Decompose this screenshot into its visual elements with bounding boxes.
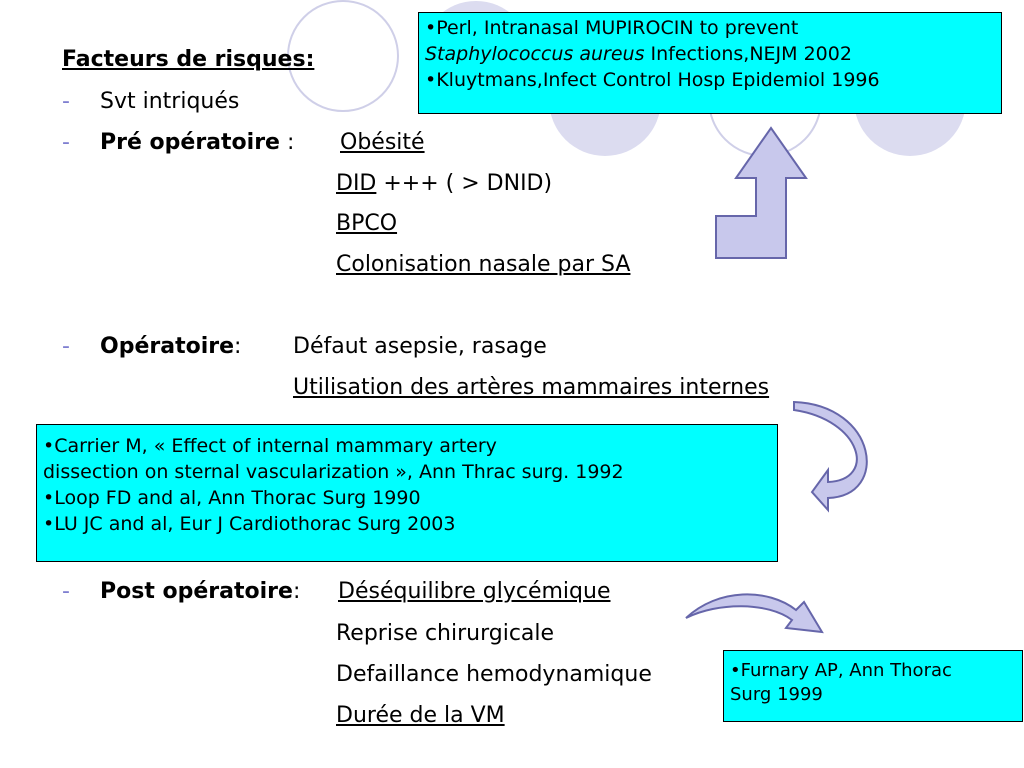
ref-top-line1: •Perl, Intranasal MUPIROCIN to prevent bbox=[425, 17, 799, 39]
ref-top-line3: •Kluytmans,Infect Control Hosp Epidemiol… bbox=[425, 69, 880, 91]
outline-circle bbox=[287, 0, 399, 112]
preop-item-bpco: BPCO bbox=[336, 211, 398, 236]
reference-box-middle: •Carrier M, « Effect of internal mammary… bbox=[36, 424, 778, 562]
did-detail: +++ ( > DNID) bbox=[383, 171, 553, 196]
curved-right-arrow-icon bbox=[685, 593, 824, 634]
op-item-mammaires: Utilisation des artères mammaires intern… bbox=[293, 375, 770, 400]
bullet-dash: - bbox=[62, 334, 70, 359]
ref-mid-line1: •Carrier M, « Effect of internal mammary… bbox=[43, 435, 497, 457]
postop-item-hemodynamique: Defaillance hemodynamique bbox=[336, 662, 652, 687]
preop-item-did: DID +++ ( > DNID) bbox=[336, 170, 552, 198]
ref-top-line2: Staphylococcus aureus Infections,NEJM 20… bbox=[425, 41, 995, 67]
bullet-dash: - bbox=[62, 89, 70, 114]
reference-box-bottom: •Furnary AP, Ann Thorac Surg 1999 bbox=[723, 650, 1023, 722]
up-arrow-shape bbox=[715, 126, 808, 259]
curved-down-left-arrow-icon bbox=[793, 400, 868, 513]
ref-mid-line3: •Loop FD and al, Ann Thorac Surg 1990 bbox=[43, 487, 421, 509]
preop-label: Pré opératoire bbox=[100, 130, 280, 155]
bullet-postop: - Post opératoire: bbox=[62, 578, 300, 606]
preop-sep: : bbox=[279, 130, 302, 155]
did-text: DID bbox=[336, 171, 377, 196]
ref-mid-line4: •LU JC and al, Eur J Cardiothorac Surg 2… bbox=[43, 513, 456, 535]
op-sep: : bbox=[234, 334, 242, 359]
ref-bottom-line2: Surg 1999 bbox=[730, 684, 823, 705]
curved-arrow-shape bbox=[793, 400, 868, 513]
curved-arrow-shape bbox=[685, 593, 824, 634]
ref-bottom-line1: •Furnary AP, Ann Thorac bbox=[730, 660, 952, 681]
preop-item-obesite: Obésité bbox=[340, 130, 425, 155]
postop-label: Post opératoire bbox=[100, 579, 293, 604]
svt-text: Svt intriqués bbox=[100, 89, 240, 114]
ref-mid-line2: dissection on sternal vascularization »,… bbox=[43, 461, 624, 483]
bullet-op: - Opératoire: bbox=[62, 333, 241, 361]
postop-sep: : bbox=[292, 579, 301, 604]
reference-box-top: •Perl, Intranasal MUPIROCIN to prevent S… bbox=[418, 12, 1002, 114]
bullet-svt: - Svt intriqués bbox=[62, 88, 239, 116]
op-item-asepsie: Défaut asepsie, rasage bbox=[293, 334, 547, 359]
slide-title: Facteurs de risques: bbox=[62, 47, 315, 72]
up-arrow-icon bbox=[715, 126, 808, 259]
postop-item-glycemique: Déséquilibre glycémique bbox=[338, 579, 611, 604]
bullet-dash: - bbox=[62, 130, 70, 155]
op-label: Opératoire bbox=[100, 334, 235, 359]
bullet-preop: - Pré opératoire : bbox=[62, 129, 301, 157]
bullet-dash: - bbox=[62, 579, 70, 604]
postop-item-vm: Durée de la VM bbox=[336, 703, 505, 728]
ref-top-species: Staphylococcus aureus bbox=[425, 43, 645, 65]
postop-item-reprise: Reprise chirurgicale bbox=[336, 621, 555, 646]
preop-item-colonisation: Colonisation nasale par SA bbox=[336, 252, 631, 277]
ref-top-line2-rest: Infections,NEJM 2002 bbox=[644, 43, 852, 65]
